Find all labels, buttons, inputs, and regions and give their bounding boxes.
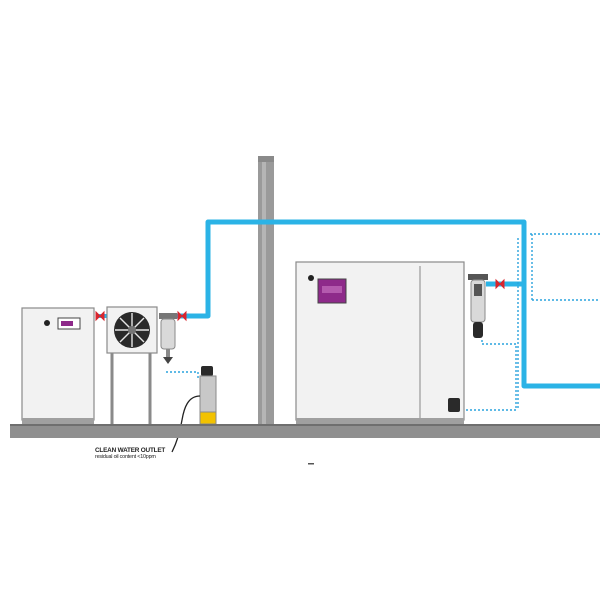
filter-left: [159, 313, 177, 364]
building-column: [258, 156, 274, 428]
water-outlet-hose: [171, 395, 201, 453]
callout-subtitle: residual oil content <10ppm: [95, 454, 156, 460]
indicator-dot: [44, 320, 50, 326]
drain-unit: [448, 398, 460, 412]
compressor-cabinet: [295, 261, 465, 424]
floor-mark: [308, 463, 314, 465]
filter-right: [468, 274, 488, 338]
floor: [10, 424, 600, 438]
clean-water-outlet-callout: CLEAN WATER OUTLET residual oil content …: [95, 447, 225, 461]
callout-title: CLEAN WATER OUTLET: [95, 447, 166, 454]
aftercooler-unit: [106, 306, 158, 424]
drain-lines: [166, 233, 600, 411]
dryer-cabinet: [21, 307, 95, 424]
oil-water-separator: [199, 366, 217, 425]
valve-icon: [95, 278, 505, 322]
indicator-dot: [308, 275, 314, 281]
